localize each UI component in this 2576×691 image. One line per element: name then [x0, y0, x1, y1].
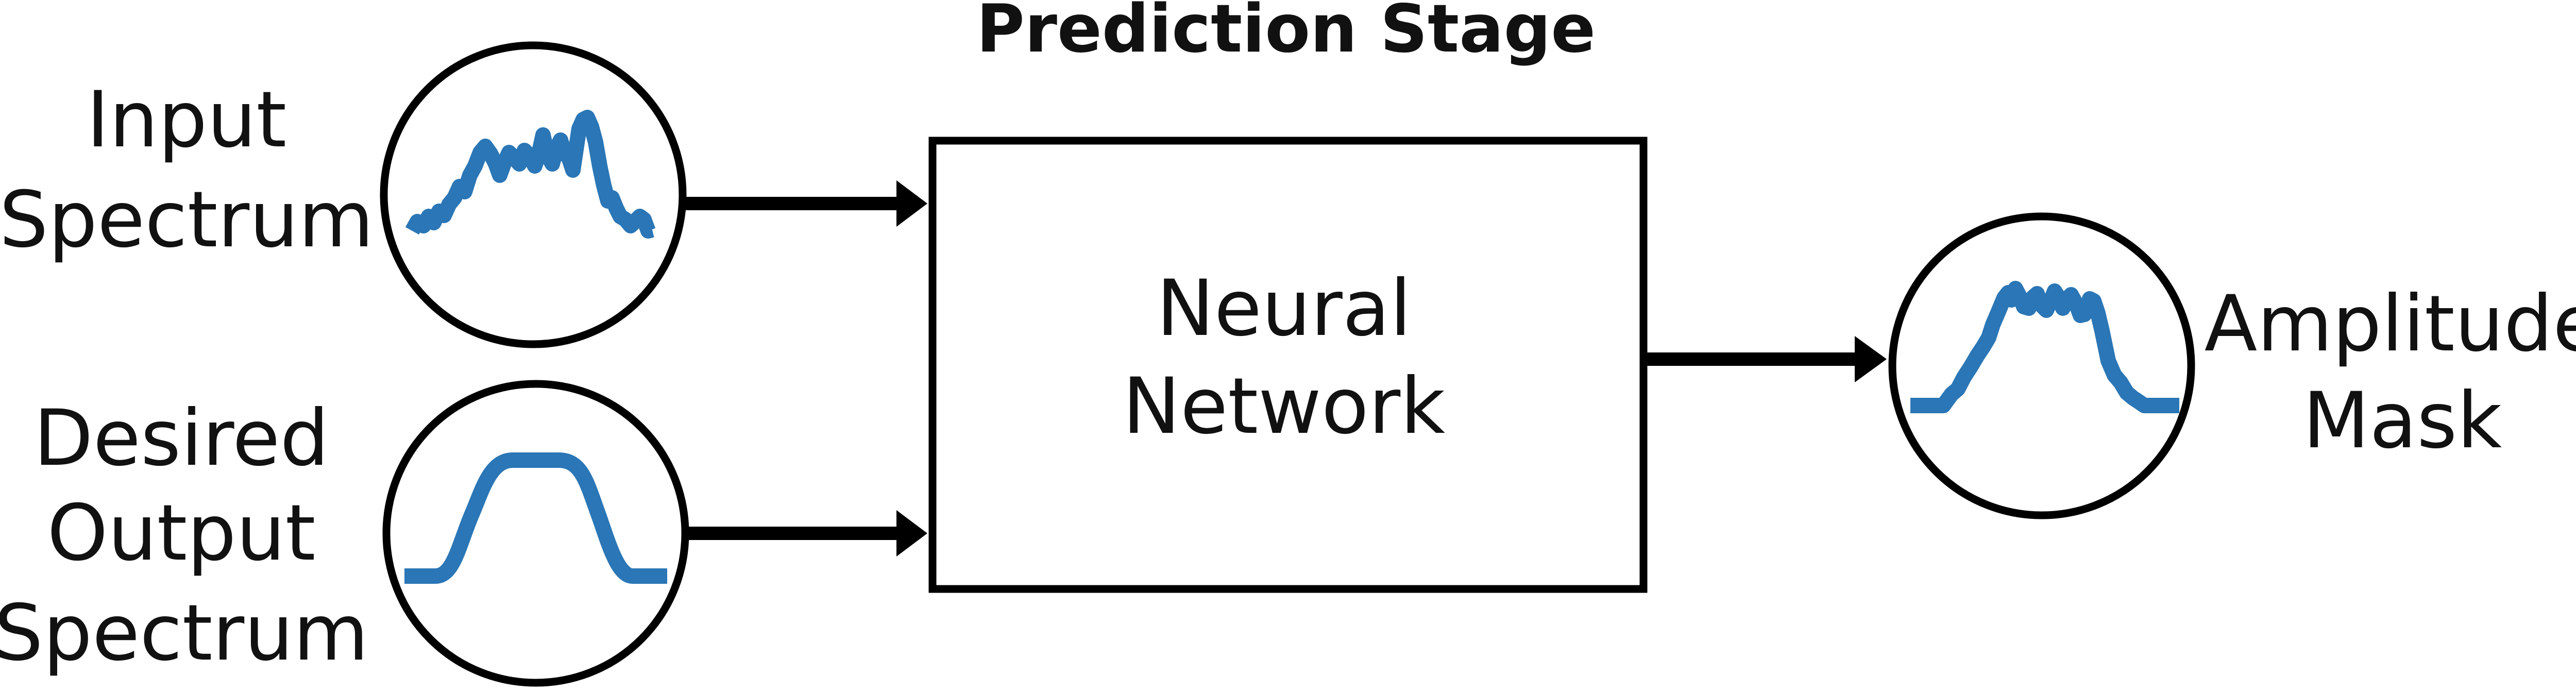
amplitude-mask-label-line1: Amplitude	[2205, 279, 2576, 369]
arrow-network-to-mask	[1647, 336, 1887, 382]
arrow-input-to-network	[685, 180, 927, 227]
desired-output-curve	[404, 452, 667, 584]
desired-output-label-line3: Spectrum	[0, 588, 368, 678]
input-spectrum-label-line2: Spectrum	[0, 175, 374, 265]
input-spectrum-label: Input Spectrum	[0, 75, 374, 265]
neural-network-label-line2: Network	[1123, 362, 1445, 451]
desired-output-node	[382, 380, 689, 687]
arrow-desired-to-network	[688, 510, 927, 557]
amplitude-mask-node	[1888, 212, 2195, 519]
amplitude-mask-curve	[1910, 281, 2179, 413]
input-spectrum-node	[380, 41, 687, 348]
amplitude-mask-label-line2: Mask	[2303, 376, 2502, 466]
amplitude-mask-circle	[1888, 212, 2195, 519]
diagram-title: Prediction Stage	[976, 0, 1596, 68]
amplitude-mask-label: Amplitude Mask	[2205, 279, 2576, 466]
input-spectrum-label-line1: Input	[87, 75, 286, 165]
neural-network-box: Neural Network	[928, 137, 1648, 593]
desired-output-label: Desired Output Spectrum	[0, 394, 368, 678]
neural-network-rect	[928, 137, 1648, 593]
neural-network-label-line1: Neural	[1157, 264, 1412, 353]
desired-output-label-line1: Desired	[33, 394, 329, 483]
desired-output-circle	[382, 380, 689, 687]
desired-output-label-line2: Output	[47, 488, 315, 578]
input-spectrum-curve	[405, 110, 656, 239]
input-spectrum-circle	[380, 41, 687, 348]
